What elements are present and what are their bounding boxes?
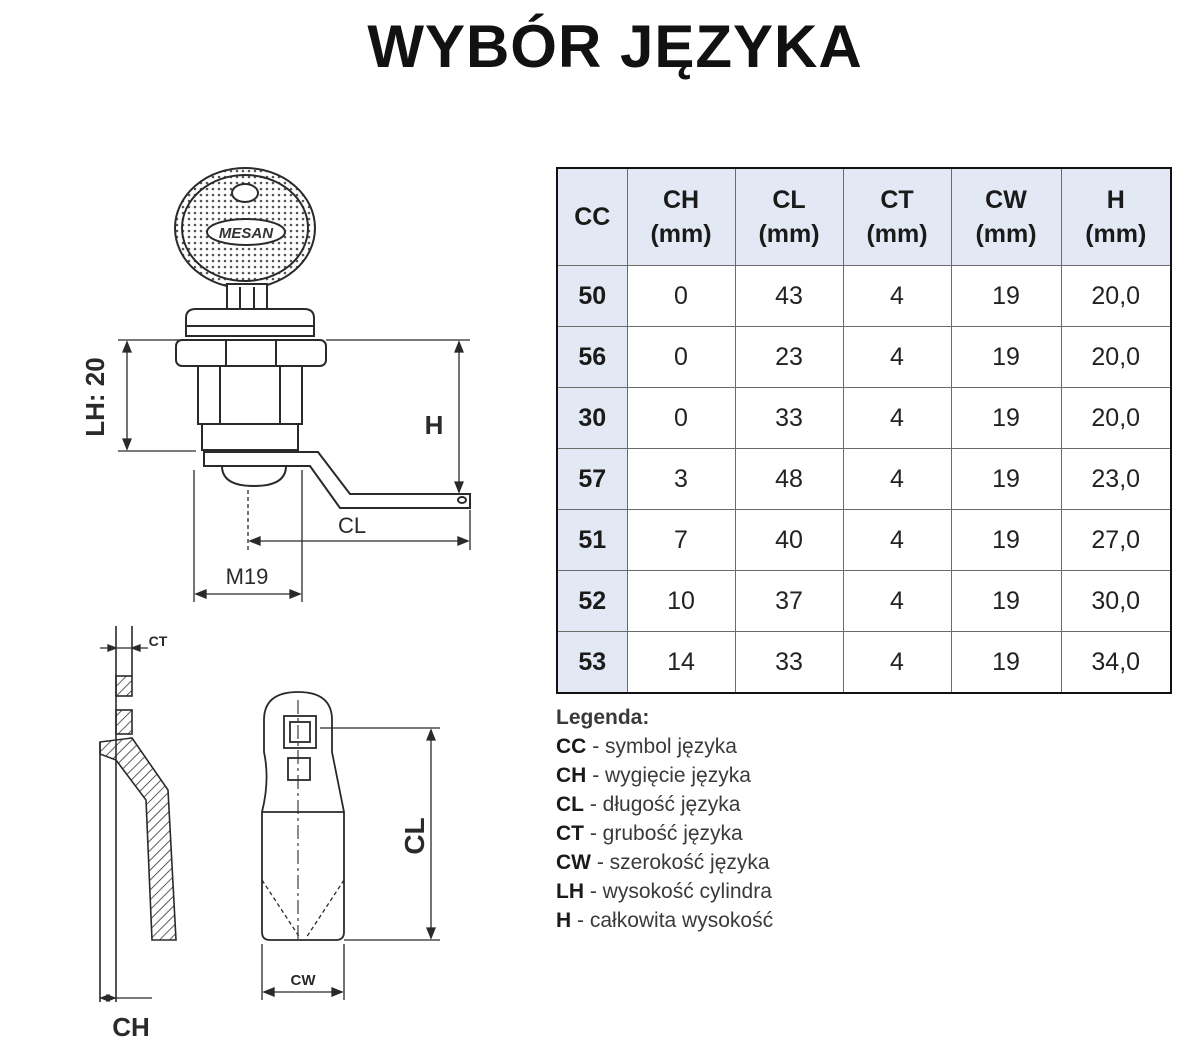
cell-ch: 3 xyxy=(626,448,736,510)
cell-h: 23,0 xyxy=(1060,448,1172,510)
table-row: 50 0 43 4 19 20,0 xyxy=(556,265,1172,327)
cell-cw: 19 xyxy=(950,570,1062,632)
header-cc: CC xyxy=(556,167,628,266)
header-ch: CH(mm) xyxy=(626,167,736,266)
cell-cc: 57 xyxy=(556,448,628,510)
cell-cl: 23 xyxy=(734,326,844,388)
cell-cc: 50 xyxy=(556,265,628,327)
cell-cc: 56 xyxy=(556,326,628,388)
cell-ct: 4 xyxy=(842,631,952,694)
legend-code: CC xyxy=(556,735,587,758)
cell-cc: 53 xyxy=(556,631,628,694)
cell-ct: 4 xyxy=(842,509,952,571)
legend-code: CW xyxy=(556,851,591,874)
cell-cl: 37 xyxy=(734,570,844,632)
tongue-spec-table: CC CH(mm) CL(mm) CT(mm) CW(mm) H(mm) 50 … xyxy=(556,167,1172,694)
cell-ct: 4 xyxy=(842,326,952,388)
legend-code: CH xyxy=(556,764,587,787)
legend-item: CL - długość języka xyxy=(556,790,773,819)
legend-text: - wygięcie języka xyxy=(592,764,751,787)
cell-ch: 0 xyxy=(626,265,736,327)
cell-ch: 10 xyxy=(626,570,736,632)
legend-text: - długość języka xyxy=(589,793,741,816)
cell-cl: 33 xyxy=(734,387,844,449)
cell-cw: 19 xyxy=(950,387,1062,449)
cell-cc: 30 xyxy=(556,387,628,449)
cell-h: 30,0 xyxy=(1060,570,1172,632)
legend-text: - grubość języka xyxy=(589,822,743,845)
cell-cw: 19 xyxy=(950,326,1062,388)
cell-h: 34,0 xyxy=(1060,631,1172,694)
legend-code: H xyxy=(556,909,572,932)
ch-dimension-label: CH xyxy=(112,1012,150,1042)
table-row: 30 0 33 4 19 20,0 xyxy=(556,387,1172,449)
front-view-dimensions xyxy=(261,727,440,1000)
legend-code: LH xyxy=(556,880,584,903)
cell-h: 20,0 xyxy=(1060,387,1172,449)
cell-ch: 0 xyxy=(626,387,736,449)
legend-item: CT - grubość języka xyxy=(556,819,773,848)
cell-h: 20,0 xyxy=(1060,326,1172,388)
cell-cc: 51 xyxy=(556,509,628,571)
cell-cl: 43 xyxy=(734,265,844,327)
legend-text: - szerokość języka xyxy=(596,851,770,874)
cell-cw: 19 xyxy=(950,631,1062,694)
table-row: 57 3 48 4 19 23,0 xyxy=(556,448,1172,510)
h-dimension-label: H xyxy=(425,410,444,440)
cw-dimension-label: CW xyxy=(291,972,317,989)
cell-cw: 19 xyxy=(950,448,1062,510)
legend-item: CC - symbol języka xyxy=(556,732,773,761)
table-header-row: CC CH(mm) CL(mm) CT(mm) CW(mm) H(mm) xyxy=(556,167,1172,266)
table-row: 51 7 40 4 19 27,0 xyxy=(556,509,1172,571)
table-row: 53 14 33 4 19 34,0 xyxy=(556,631,1172,694)
lh-dimension-label: LH: 20 xyxy=(80,357,110,436)
cell-cl: 33 xyxy=(734,631,844,694)
cell-h: 27,0 xyxy=(1060,509,1172,571)
ct-dimension-label: CT xyxy=(149,633,168,649)
table-row: 52 10 37 4 19 30,0 xyxy=(556,570,1172,632)
cell-cl: 48 xyxy=(734,448,844,510)
cell-ch: 7 xyxy=(626,509,736,571)
cell-ct: 4 xyxy=(842,448,952,510)
cell-cw: 19 xyxy=(950,509,1062,571)
legend-item: LH - wysokość cylindra xyxy=(556,877,773,906)
legend-heading: Legenda: xyxy=(556,706,650,729)
legend-item: H - całkowita wysokość xyxy=(556,906,773,935)
table-row: 56 0 23 4 19 20,0 xyxy=(556,326,1172,388)
header-h: H(mm) xyxy=(1060,167,1172,266)
assembly-dimensions xyxy=(118,339,471,602)
cell-h: 20,0 xyxy=(1060,265,1172,327)
page-title: WYBÓR JĘZYKA xyxy=(367,13,863,80)
cl-side-dimension-label: CL xyxy=(399,817,430,854)
cell-cc: 52 xyxy=(556,570,628,632)
header-ct: CT(mm) xyxy=(842,167,952,266)
header-cw: CW(mm) xyxy=(950,167,1062,266)
cam-lock-assembly xyxy=(174,167,471,509)
legend: Legenda: CC - symbol języka CH - wygięci… xyxy=(556,706,773,935)
legend-text: - symbol języka xyxy=(592,735,737,758)
side-view-dimensions xyxy=(99,644,152,1002)
legend-item: CW - szerokość języka xyxy=(556,848,773,877)
legend-item: CH - wygięcie języka xyxy=(556,761,773,790)
cell-ct: 4 xyxy=(842,387,952,449)
m19-dimension-label: M19 xyxy=(226,564,269,589)
cell-cl: 40 xyxy=(734,509,844,571)
brand-label: MESAN xyxy=(219,225,274,242)
legend-code: CT xyxy=(556,822,584,845)
cell-ch: 14 xyxy=(626,631,736,694)
legend-code: CL xyxy=(556,793,584,816)
cl-dimension-label: CL xyxy=(338,513,366,538)
tongue-side-view xyxy=(99,626,177,1002)
cell-ct: 4 xyxy=(842,570,952,632)
tongue-front-view xyxy=(261,691,345,941)
legend-text: - wysokość cylindra xyxy=(589,880,772,903)
cell-ct: 4 xyxy=(842,265,952,327)
header-cl: CL(mm) xyxy=(734,167,844,266)
cell-ch: 0 xyxy=(626,326,736,388)
legend-text: - całkowita wysokość xyxy=(577,909,774,932)
cell-cw: 19 xyxy=(950,265,1062,327)
